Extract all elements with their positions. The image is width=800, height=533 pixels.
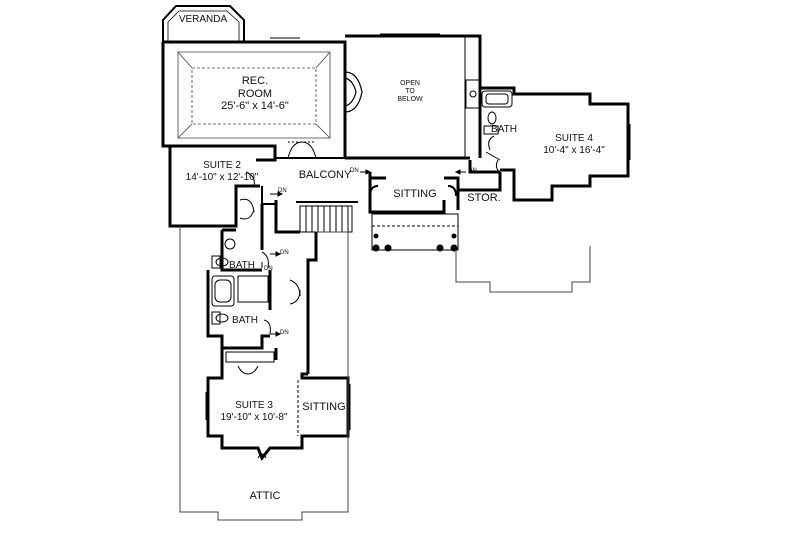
bath-upper-fixtures xyxy=(211,238,269,269)
suite4-name: SUITE 4 xyxy=(555,133,593,144)
sitting-upper-posts xyxy=(372,233,458,252)
dn-marker: DN xyxy=(280,330,289,336)
rec-room-name-2: ROOM xyxy=(237,87,273,100)
suite4-walls xyxy=(478,86,630,202)
open-to-below-label: OPEN TO BELOW xyxy=(385,80,435,104)
storage-label: STOR. xyxy=(467,192,501,204)
suite2-label: SUITE 2 14'-10" x 12'-10" xyxy=(172,160,272,183)
open-to-below-line1: OPEN xyxy=(400,80,420,87)
dn-marker: DN xyxy=(280,250,289,256)
bath-lower-walls xyxy=(206,270,272,350)
veranda-label: VERANDA xyxy=(178,14,228,25)
suite2-doors xyxy=(239,171,255,220)
suite2-walls xyxy=(168,144,277,228)
dn-marker: DN xyxy=(468,168,477,174)
suite3-size: 19'-10" x 10'-8" xyxy=(220,411,288,423)
suite3-details xyxy=(205,351,351,459)
open-to-below-line2: TO xyxy=(405,88,415,96)
rec-room-bay xyxy=(344,71,363,113)
suite3-label: SUITE 3 19'-10" x 10'-8" xyxy=(210,400,298,423)
sitting-lower-label: SITTING xyxy=(302,401,346,413)
rec-room-name-1: REC. xyxy=(241,75,269,87)
sitting-upper-railing xyxy=(371,213,459,251)
balcony-label: BALCONY xyxy=(298,169,352,181)
suite3-walls xyxy=(206,348,350,461)
attic-label: ATTIC xyxy=(249,490,281,502)
open-to-below-line3: BELOW xyxy=(397,96,423,104)
storage-walls xyxy=(458,160,502,192)
corridor-walls xyxy=(260,200,318,374)
rec-room-label: REC. ROOM 25'-6" x 14'-6" xyxy=(200,75,310,113)
bath-suite4-label: BATH xyxy=(491,124,517,135)
sitting-upper-label: SITTING xyxy=(393,188,437,200)
bath-lower-fixtures xyxy=(211,275,301,335)
bath-upper-label: BATH xyxy=(229,260,255,271)
bath-upper-walls xyxy=(220,228,262,272)
roof-outline-right xyxy=(455,246,591,293)
window-marks-top xyxy=(270,33,440,39)
attic-outline xyxy=(179,226,349,521)
sitting-upper-walls xyxy=(368,172,460,214)
rec-room-size: 25'-6" x 14'-6" xyxy=(221,100,289,113)
dn-marker: DN xyxy=(264,266,273,272)
bath-lower-label: BATH xyxy=(232,315,258,326)
rec-room-walls xyxy=(161,40,470,160)
suite2-name: SUITE 2 xyxy=(203,160,241,171)
veranda-outline xyxy=(162,5,245,42)
suite3-name: SUITE 3 xyxy=(235,400,273,411)
dn-marker: DN xyxy=(350,168,359,174)
suite4-label: SUITE 4 10'-4" x 16'-4" xyxy=(524,133,624,156)
stair xyxy=(296,201,358,233)
dn-marker: DN xyxy=(278,188,287,194)
rec-room-tray-ceiling xyxy=(177,51,331,139)
suite2-size: 14'-10" x 12'-10" xyxy=(185,171,259,183)
suite4-bath-fixtures xyxy=(481,90,513,173)
dn-arrows xyxy=(261,169,466,337)
suite4-size: 10'-4" x 16'-4" xyxy=(543,144,605,156)
balcony-doors xyxy=(287,141,317,159)
